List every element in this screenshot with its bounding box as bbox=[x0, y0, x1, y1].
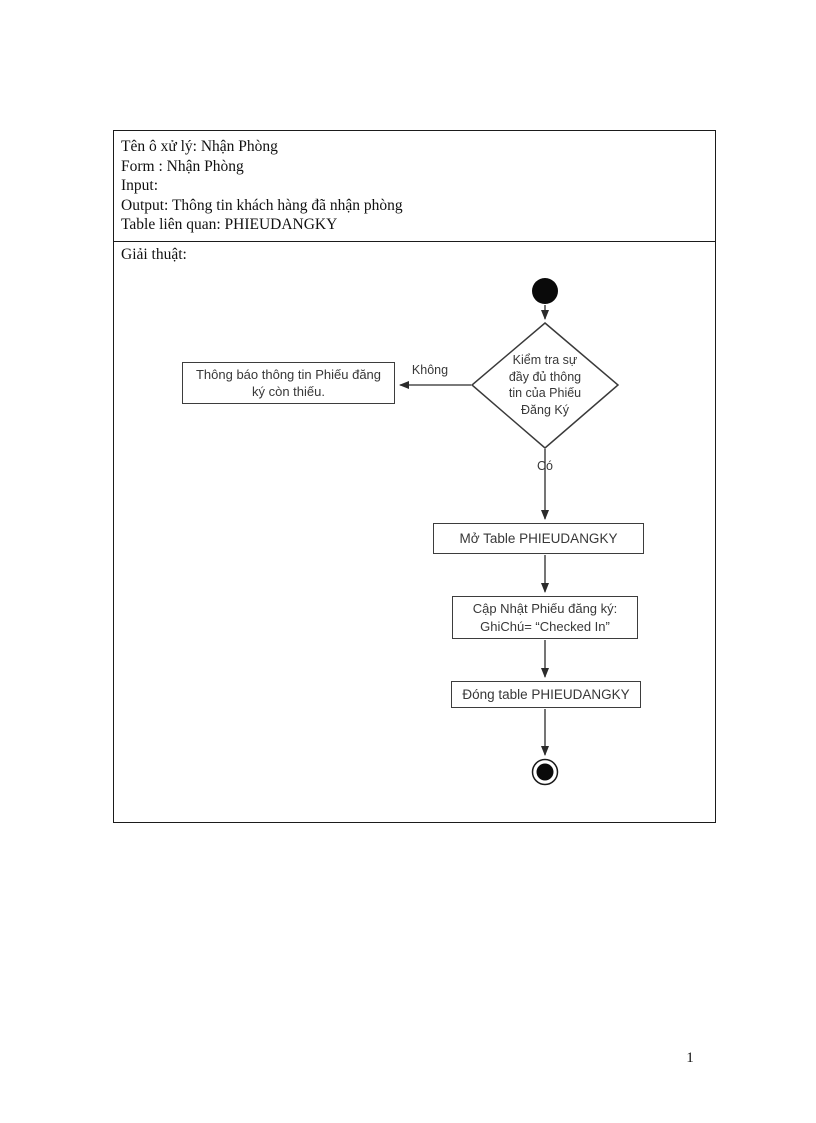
open-table-step-box: Mở Table PHIEUDANGKY bbox=[433, 523, 644, 554]
no-branch-label: Không bbox=[411, 363, 449, 377]
yes-branch-label: Có bbox=[537, 459, 553, 473]
close-table-step-box: Đóng table PHIEUDANGKY bbox=[451, 681, 641, 708]
process-info-table: Tên ô xử lý: Nhận Phòng Form : Nhận Phòn… bbox=[113, 130, 716, 823]
info-line-process-name: Tên ô xử lý: Nhận Phòng bbox=[121, 138, 278, 155]
end-node-ring-icon bbox=[531, 758, 559, 786]
decision-node-text: Kiểm tra sự đầy đủ thông tin của Phiếu Đ… bbox=[508, 353, 582, 417]
update-ticket-step-box: Cập Nhật Phiếu đăng ký: GhiChú= “Checked… bbox=[452, 596, 638, 639]
algorithm-cell: Giải thuật: bbox=[114, 242, 715, 268]
info-line-output: Output: Thông tin khách hàng đã nhận phò… bbox=[121, 196, 403, 214]
start-node-icon bbox=[532, 278, 558, 304]
end-node-icon bbox=[536, 763, 554, 781]
notify-missing-info-box: Thông báo thông tin Phiếu đăng ký còn th… bbox=[182, 362, 395, 404]
decision-diamond-shape bbox=[470, 322, 620, 449]
info-line-input: Input: bbox=[121, 177, 159, 194]
process-info-header: Tên ô xử lý: Nhận Phòng Form : Nhận Phòn… bbox=[114, 131, 715, 242]
page-number: 1 bbox=[686, 1050, 694, 1066]
algorithm-label: Giải thuật: bbox=[121, 246, 187, 263]
info-line-related-table: Table liên quan: PHIEUDANGKY bbox=[121, 216, 338, 233]
info-line-form: Form : Nhận Phòng bbox=[121, 157, 244, 175]
